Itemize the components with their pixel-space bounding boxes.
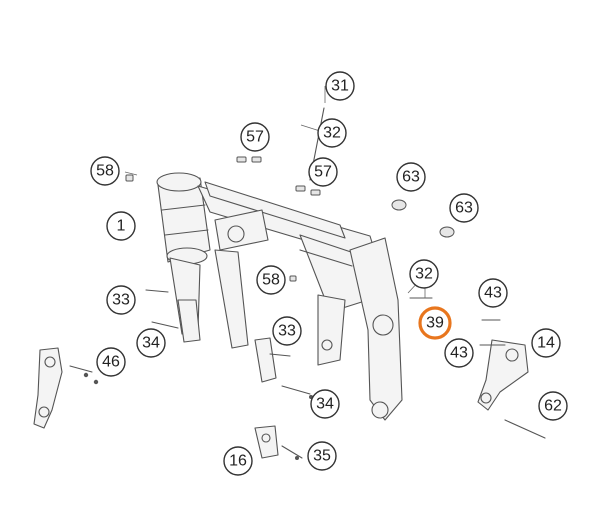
svg-text:31: 31	[331, 78, 349, 95]
callout: 57	[240, 122, 270, 152]
svg-text:1: 1	[117, 218, 126, 235]
svg-text:32: 32	[323, 125, 341, 142]
callout: 14	[531, 328, 561, 358]
callout: 34	[310, 389, 340, 419]
svg-text:16: 16	[229, 453, 247, 470]
callout: 33	[272, 316, 302, 346]
svg-text:33: 33	[278, 323, 296, 340]
callout: 34	[136, 328, 166, 358]
callout: 63	[449, 193, 479, 223]
svg-text:57: 57	[246, 129, 264, 146]
callout: 16	[223, 446, 253, 476]
left-footrest-bracket-drawing	[33, 347, 63, 429]
svg-text:32: 32	[415, 266, 433, 283]
callout-highlighted: 39	[418, 306, 452, 340]
svg-text:58: 58	[262, 272, 280, 289]
svg-text:39: 39	[426, 315, 444, 332]
svg-text:35: 35	[313, 448, 331, 465]
svg-text:34: 34	[316, 396, 334, 413]
svg-text:57: 57	[314, 164, 332, 181]
callout: 43	[478, 278, 508, 308]
callout: 46	[96, 347, 126, 377]
callouts: 31 32 57 58 57 63 1 63 58 32 33 43 39 33…	[90, 71, 568, 476]
right-footrest-bracket-drawing	[477, 339, 529, 411]
callout: 43	[444, 338, 474, 368]
callout: 58	[256, 265, 286, 295]
svg-text:58: 58	[96, 163, 114, 180]
svg-text:46: 46	[102, 354, 120, 371]
hardware-drawing	[69, 107, 546, 460]
callout: 33	[106, 285, 136, 315]
svg-text:34: 34	[142, 335, 160, 352]
small-bracket-drawing	[254, 425, 279, 459]
svg-text:63: 63	[402, 169, 420, 186]
callout: 32	[317, 118, 347, 148]
svg-text:14: 14	[537, 335, 555, 352]
callout: 62	[538, 391, 568, 421]
callout: 35	[307, 441, 337, 471]
leader-lines	[124, 86, 426, 298]
callout: 31	[325, 71, 355, 101]
svg-text:43: 43	[450, 345, 468, 362]
callout: 57	[308, 157, 338, 187]
svg-text:33: 33	[112, 292, 130, 309]
callout: 32	[409, 259, 439, 289]
callout: 58	[90, 156, 120, 186]
svg-text:43: 43	[484, 285, 502, 302]
svg-text:63: 63	[455, 200, 473, 217]
callout: 63	[396, 162, 426, 192]
svg-text:62: 62	[544, 398, 562, 415]
frame-drawing	[156, 172, 403, 421]
callout: 1	[106, 211, 136, 241]
